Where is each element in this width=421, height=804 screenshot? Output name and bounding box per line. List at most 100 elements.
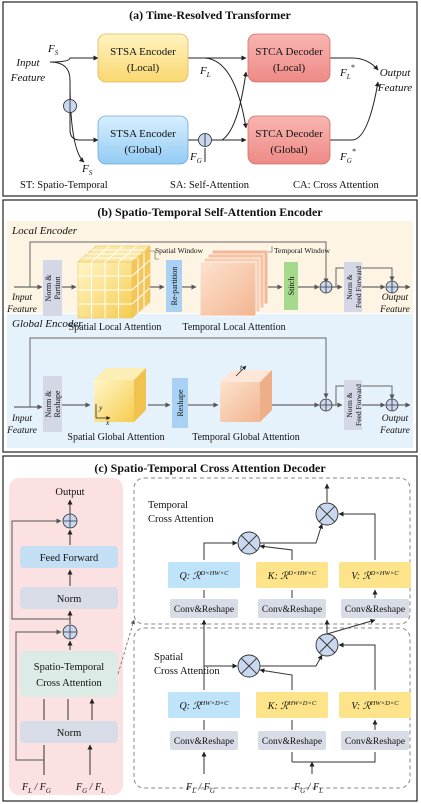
spatial-q-box bbox=[168, 692, 240, 718]
global-add-cross-1 bbox=[320, 399, 332, 411]
global-skip-2 bbox=[335, 385, 395, 405]
temporal-k-label: K: ℛD×HW×C bbox=[267, 570, 317, 582]
stca-decoder-local-label-1: STCA Decoder bbox=[255, 46, 323, 58]
axis-t-label: t bbox=[240, 363, 243, 372]
local-encoder-label: Local Encoder bbox=[11, 225, 78, 237]
local-add-cross-2 bbox=[386, 281, 398, 293]
temporal-inner-to-outer bbox=[260, 523, 324, 544]
temporal-conv-k-label: Conv&Reshape bbox=[262, 605, 322, 615]
spatial-conv-k-label: Conv&Reshape bbox=[262, 737, 322, 747]
temporal-conv-k bbox=[258, 599, 326, 618]
fs-down-label: FS bbox=[81, 163, 93, 177]
spatial-inner-to-outer bbox=[260, 654, 323, 667]
decoder-input-right: FG / FL bbox=[75, 782, 105, 795]
norm-partion-label: Norm &Partion bbox=[44, 274, 62, 302]
spatial-window-pointer bbox=[150, 250, 159, 260]
stitch-label: Stitch bbox=[287, 277, 296, 296]
spatial-ca-label-2: Cross Attention bbox=[154, 666, 220, 677]
spatial-v-box bbox=[339, 692, 411, 718]
local-output-label-1: Output bbox=[382, 293, 409, 303]
temporal-v-box bbox=[339, 562, 411, 588]
stca-decoder-local-label-2: (Local) bbox=[273, 62, 306, 74]
global-skip-1 bbox=[29, 337, 329, 407]
arrow-global-dec-to-output bbox=[330, 81, 380, 141]
global-norm-ff-label: Norm &Feed Forward bbox=[345, 384, 363, 426]
local-input-label-2: Feature bbox=[6, 305, 37, 315]
spatial-input-right: FG / FL bbox=[293, 782, 323, 795]
local-skip-1 bbox=[29, 241, 329, 287]
spatial-k-box bbox=[256, 692, 328, 718]
zoom-connector bbox=[117, 619, 136, 675]
temporal-window-pointer bbox=[268, 246, 273, 253]
reshape-box bbox=[172, 378, 188, 428]
stca-decoder-global-label-2: (Global) bbox=[270, 144, 308, 156]
global-encoder-label: Global Encoder bbox=[12, 318, 83, 330]
stsa-encoder-local-label-2: (Local) bbox=[127, 62, 160, 74]
spatial-input-left: FL / FG bbox=[185, 782, 215, 795]
arrow-fg-to-conv-kv bbox=[291, 752, 376, 774]
spatial-global-attention-label: Spatial Global Attention bbox=[67, 432, 164, 443]
spatial-outer-multiply-cross bbox=[318, 636, 336, 654]
spatial-out-to-temporal-v bbox=[326, 618, 376, 635]
arrow-input-to-global bbox=[49, 61, 99, 143]
temporal-ca-region bbox=[133, 477, 411, 625]
norm-reshape-label: Norm &Reshape bbox=[44, 390, 62, 418]
spatial-ca-region bbox=[133, 627, 411, 789]
global-output-label-1: Output bbox=[382, 414, 409, 424]
norm-bottom-box bbox=[20, 721, 118, 743]
spatial-conv-q bbox=[170, 731, 238, 750]
norm-top-box bbox=[20, 587, 118, 609]
local-output-label-2: Feature bbox=[379, 305, 410, 315]
feed-forward-box bbox=[20, 546, 118, 568]
decoder-skip-top bbox=[11, 518, 70, 620]
global-output-label-2: Feature bbox=[379, 426, 410, 436]
norm-reshape-box bbox=[43, 376, 62, 432]
spatial-v-to-outer bbox=[338, 642, 376, 690]
temporal-local-attention-label: Temporal Local Attention bbox=[182, 322, 285, 333]
global-input-label-1: Input bbox=[11, 414, 32, 424]
temporal-outer-multiply-cross bbox=[318, 505, 336, 523]
temporal-v-label: V: ℛD×HW×C bbox=[351, 570, 399, 582]
temporal-q-box bbox=[168, 562, 240, 588]
fs-label: FS bbox=[47, 43, 59, 57]
spatial-conv-arrows bbox=[203, 720, 375, 730]
norm-bottom-label: Norm bbox=[57, 728, 82, 739]
spatial-q-label: Q: ℛHW×D×C bbox=[180, 700, 230, 712]
axis-y-label: y bbox=[98, 403, 103, 412]
stca-decoder-global-block bbox=[247, 115, 331, 165]
temporal-v-to-outer bbox=[338, 511, 376, 560]
arrows-norm-to-stca bbox=[43, 699, 92, 720]
stca-label-2: Cross Attention bbox=[36, 678, 102, 689]
panel-a-border bbox=[2, 1, 418, 197]
global-norm-ff-box bbox=[344, 380, 362, 430]
legend-st: ST: Spatio-Temporal bbox=[20, 180, 108, 191]
spatial-local-attention-label: Spatial Local Attention bbox=[69, 322, 162, 333]
temporal-conv-q bbox=[170, 599, 238, 618]
temporal-global-cube bbox=[220, 370, 272, 422]
axis-x-label: x bbox=[105, 418, 110, 427]
temporal-ca-label-1: Temporal bbox=[148, 500, 188, 511]
fg-label: FG bbox=[189, 151, 202, 165]
spatial-inner-multiply-cross bbox=[240, 657, 258, 675]
axis-t-arrow bbox=[235, 365, 247, 377]
panel-c-title: (c) Spatio-Temporal Cross Attention Deco… bbox=[94, 461, 326, 475]
decoder-output-label: Output bbox=[55, 487, 84, 498]
arrow-cross-global-to-local bbox=[221, 71, 248, 141]
temporal-window-label: Temporal Window bbox=[274, 246, 330, 255]
local-input-label-1: Input bbox=[11, 293, 32, 303]
stsa-encoder-global-label-2: (Global) bbox=[124, 144, 162, 156]
spatial-conv-v-label: Conv&Reshape bbox=[345, 737, 405, 747]
feed-forward-label: Feed Forward bbox=[40, 553, 99, 564]
temporal-inner-multiply-cross bbox=[240, 534, 258, 552]
temporal-conv-arrows bbox=[203, 590, 375, 598]
decoder-input-left: FL / FG bbox=[21, 782, 51, 795]
global-add-cross-2 bbox=[386, 399, 398, 411]
local-skip-2 bbox=[335, 267, 395, 287]
panel-a: (a) Time-Resolved Transformer Input Feat… bbox=[2, 1, 418, 197]
reshape-label: Reshape bbox=[176, 389, 185, 417]
re-partition-box bbox=[166, 260, 182, 312]
temporal-global-attention-label: Temporal Global Attention bbox=[192, 432, 300, 443]
temporal-local-stack bbox=[199, 249, 269, 317]
spatial-global-cube bbox=[94, 368, 146, 422]
